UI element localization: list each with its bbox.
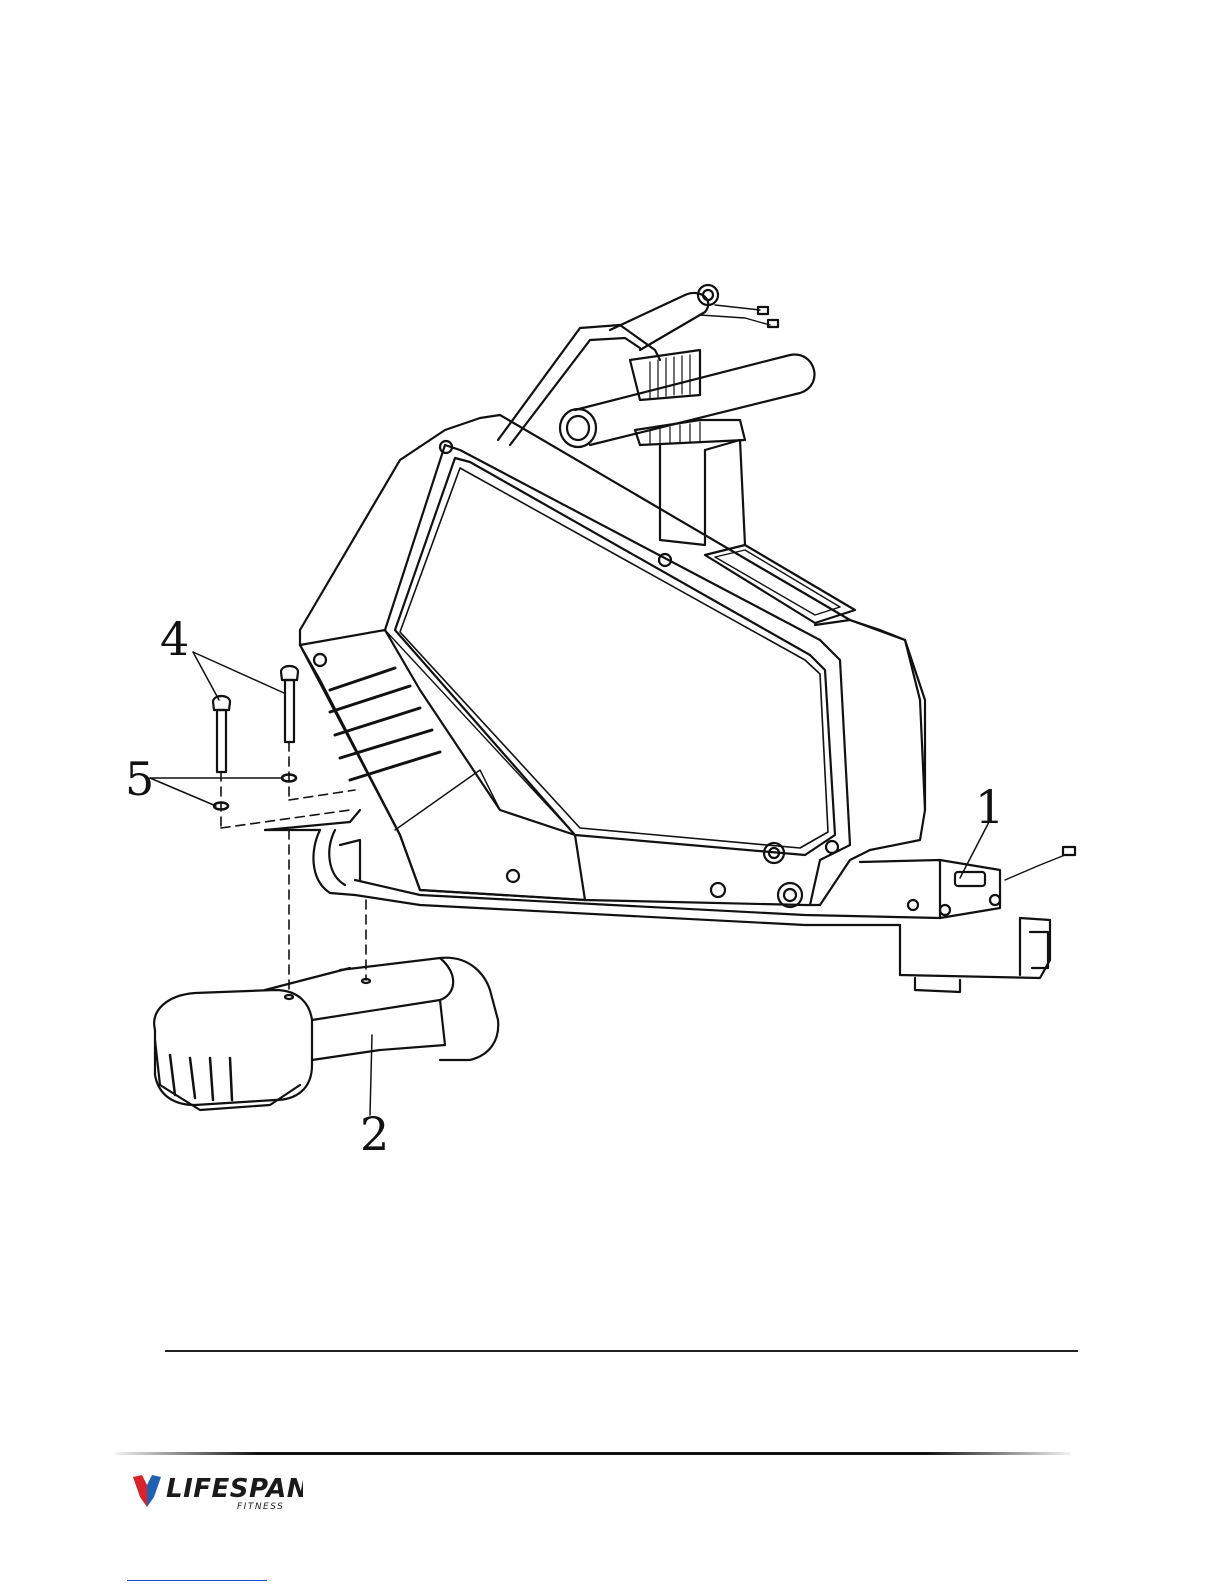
washers <box>214 775 296 810</box>
leader-lines <box>150 652 990 1115</box>
callout-5: 5 <box>125 752 154 806</box>
bolts <box>213 666 298 772</box>
page-divider <box>165 1350 1078 1352</box>
callout-1: 1 <box>975 780 1004 834</box>
footer-link-underline <box>127 1580 267 1581</box>
front-stabilizer <box>154 958 498 1110</box>
footer-divider <box>115 1452 1070 1455</box>
callout-2: 2 <box>360 1107 389 1161</box>
lifespan-logo: LIFESPAN FITNESS <box>133 1473 303 1513</box>
brand-subtitle: FITNESS <box>237 1502 284 1512</box>
brand-name: LIFESPAN <box>166 1474 303 1504</box>
logo-mark-icon <box>133 1475 161 1507</box>
callout-4: 4 <box>160 612 189 666</box>
bike-frame <box>300 415 925 907</box>
